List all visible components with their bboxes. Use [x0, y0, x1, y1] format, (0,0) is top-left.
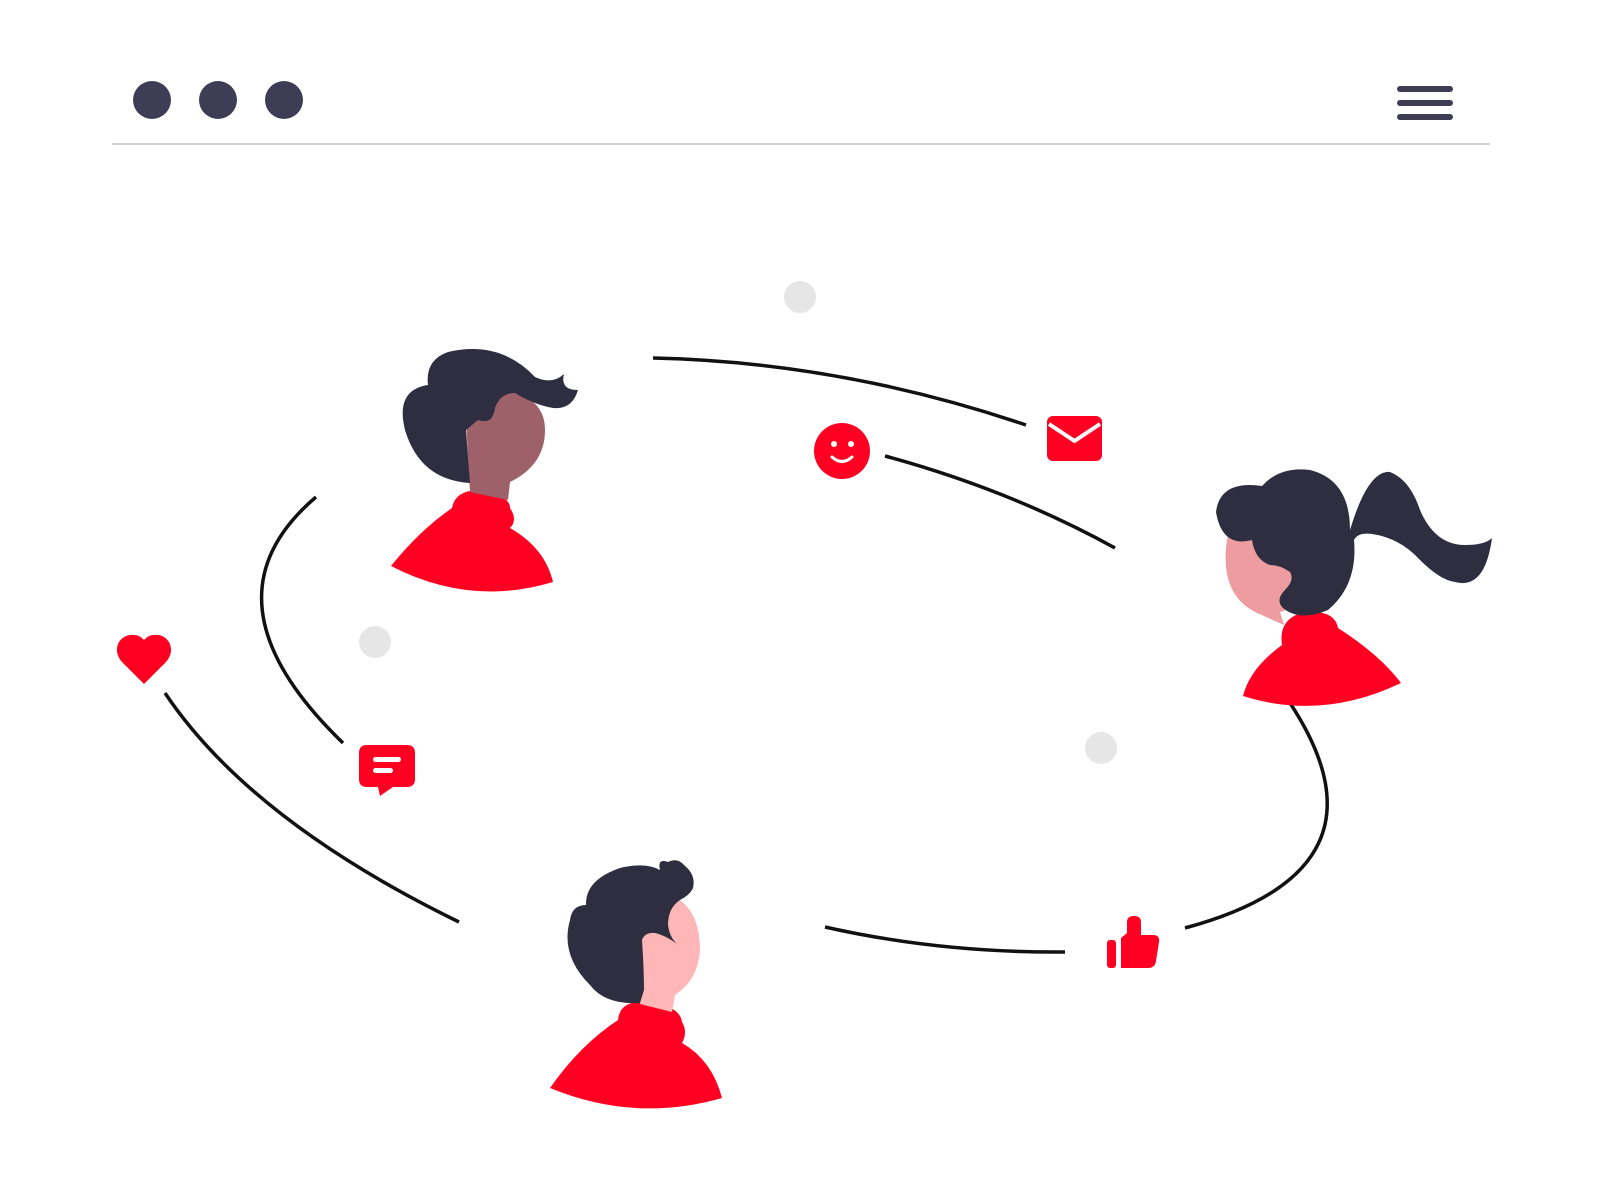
- window-title-bar: [0, 0, 1597, 150]
- connection-line: [1184, 702, 1329, 930]
- floating-bubble: [784, 281, 816, 313]
- connection-lines: [163, 356, 1329, 954]
- connection-line: [163, 692, 460, 924]
- thumbs-up-icon[interactable]: [1107, 916, 1160, 968]
- window-dot-3[interactable]: [265, 81, 303, 119]
- heart-icon[interactable]: [116, 634, 172, 684]
- chat-bubble-icon[interactable]: [359, 745, 415, 796]
- floating-bubble: [1085, 732, 1117, 764]
- connection-line: [652, 356, 1027, 427]
- person-right: [1216, 469, 1492, 706]
- connection-line: [259, 495, 345, 745]
- connection-line: [884, 454, 1116, 550]
- envelope-icon[interactable]: [1047, 416, 1102, 461]
- person-top-left: [391, 349, 578, 592]
- person-bottom: [550, 860, 722, 1109]
- hamburger-menu-icon[interactable]: [1397, 86, 1453, 122]
- title-bar-divider: [112, 143, 1490, 145]
- window-dot-1[interactable]: [133, 81, 171, 119]
- connection-line: [824, 925, 1066, 954]
- window-dot-2[interactable]: [199, 81, 237, 119]
- smiley-icon[interactable]: [814, 423, 870, 479]
- floating-bubble: [359, 626, 391, 658]
